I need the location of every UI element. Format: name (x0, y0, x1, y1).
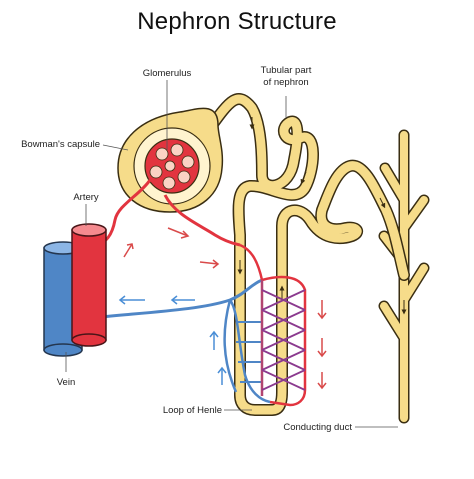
diagram-title: Nephron Structure (137, 8, 337, 35)
label-tubular-part-line2: of nephron (263, 77, 308, 88)
label-tubular-part-line1: Tubular part (261, 65, 312, 76)
leader-lines (65, 80, 398, 428)
capillary-network (89, 243, 307, 407)
label-artery: Artery (73, 192, 99, 203)
blood-flow-arrows (118, 227, 327, 390)
nephron-tubule (204, 93, 410, 416)
glomerulus (144, 138, 200, 194)
label-glomerulus: Glomerulus (143, 68, 192, 79)
label-loop-of-henle: Loop of Henle (163, 405, 222, 416)
label-bowmans-capsule: Bowman's capsule (21, 139, 100, 150)
label-vein: Vein (57, 377, 76, 388)
artery-vessel (71, 223, 107, 347)
label-conducting-duct: Conducting duct (283, 422, 352, 433)
